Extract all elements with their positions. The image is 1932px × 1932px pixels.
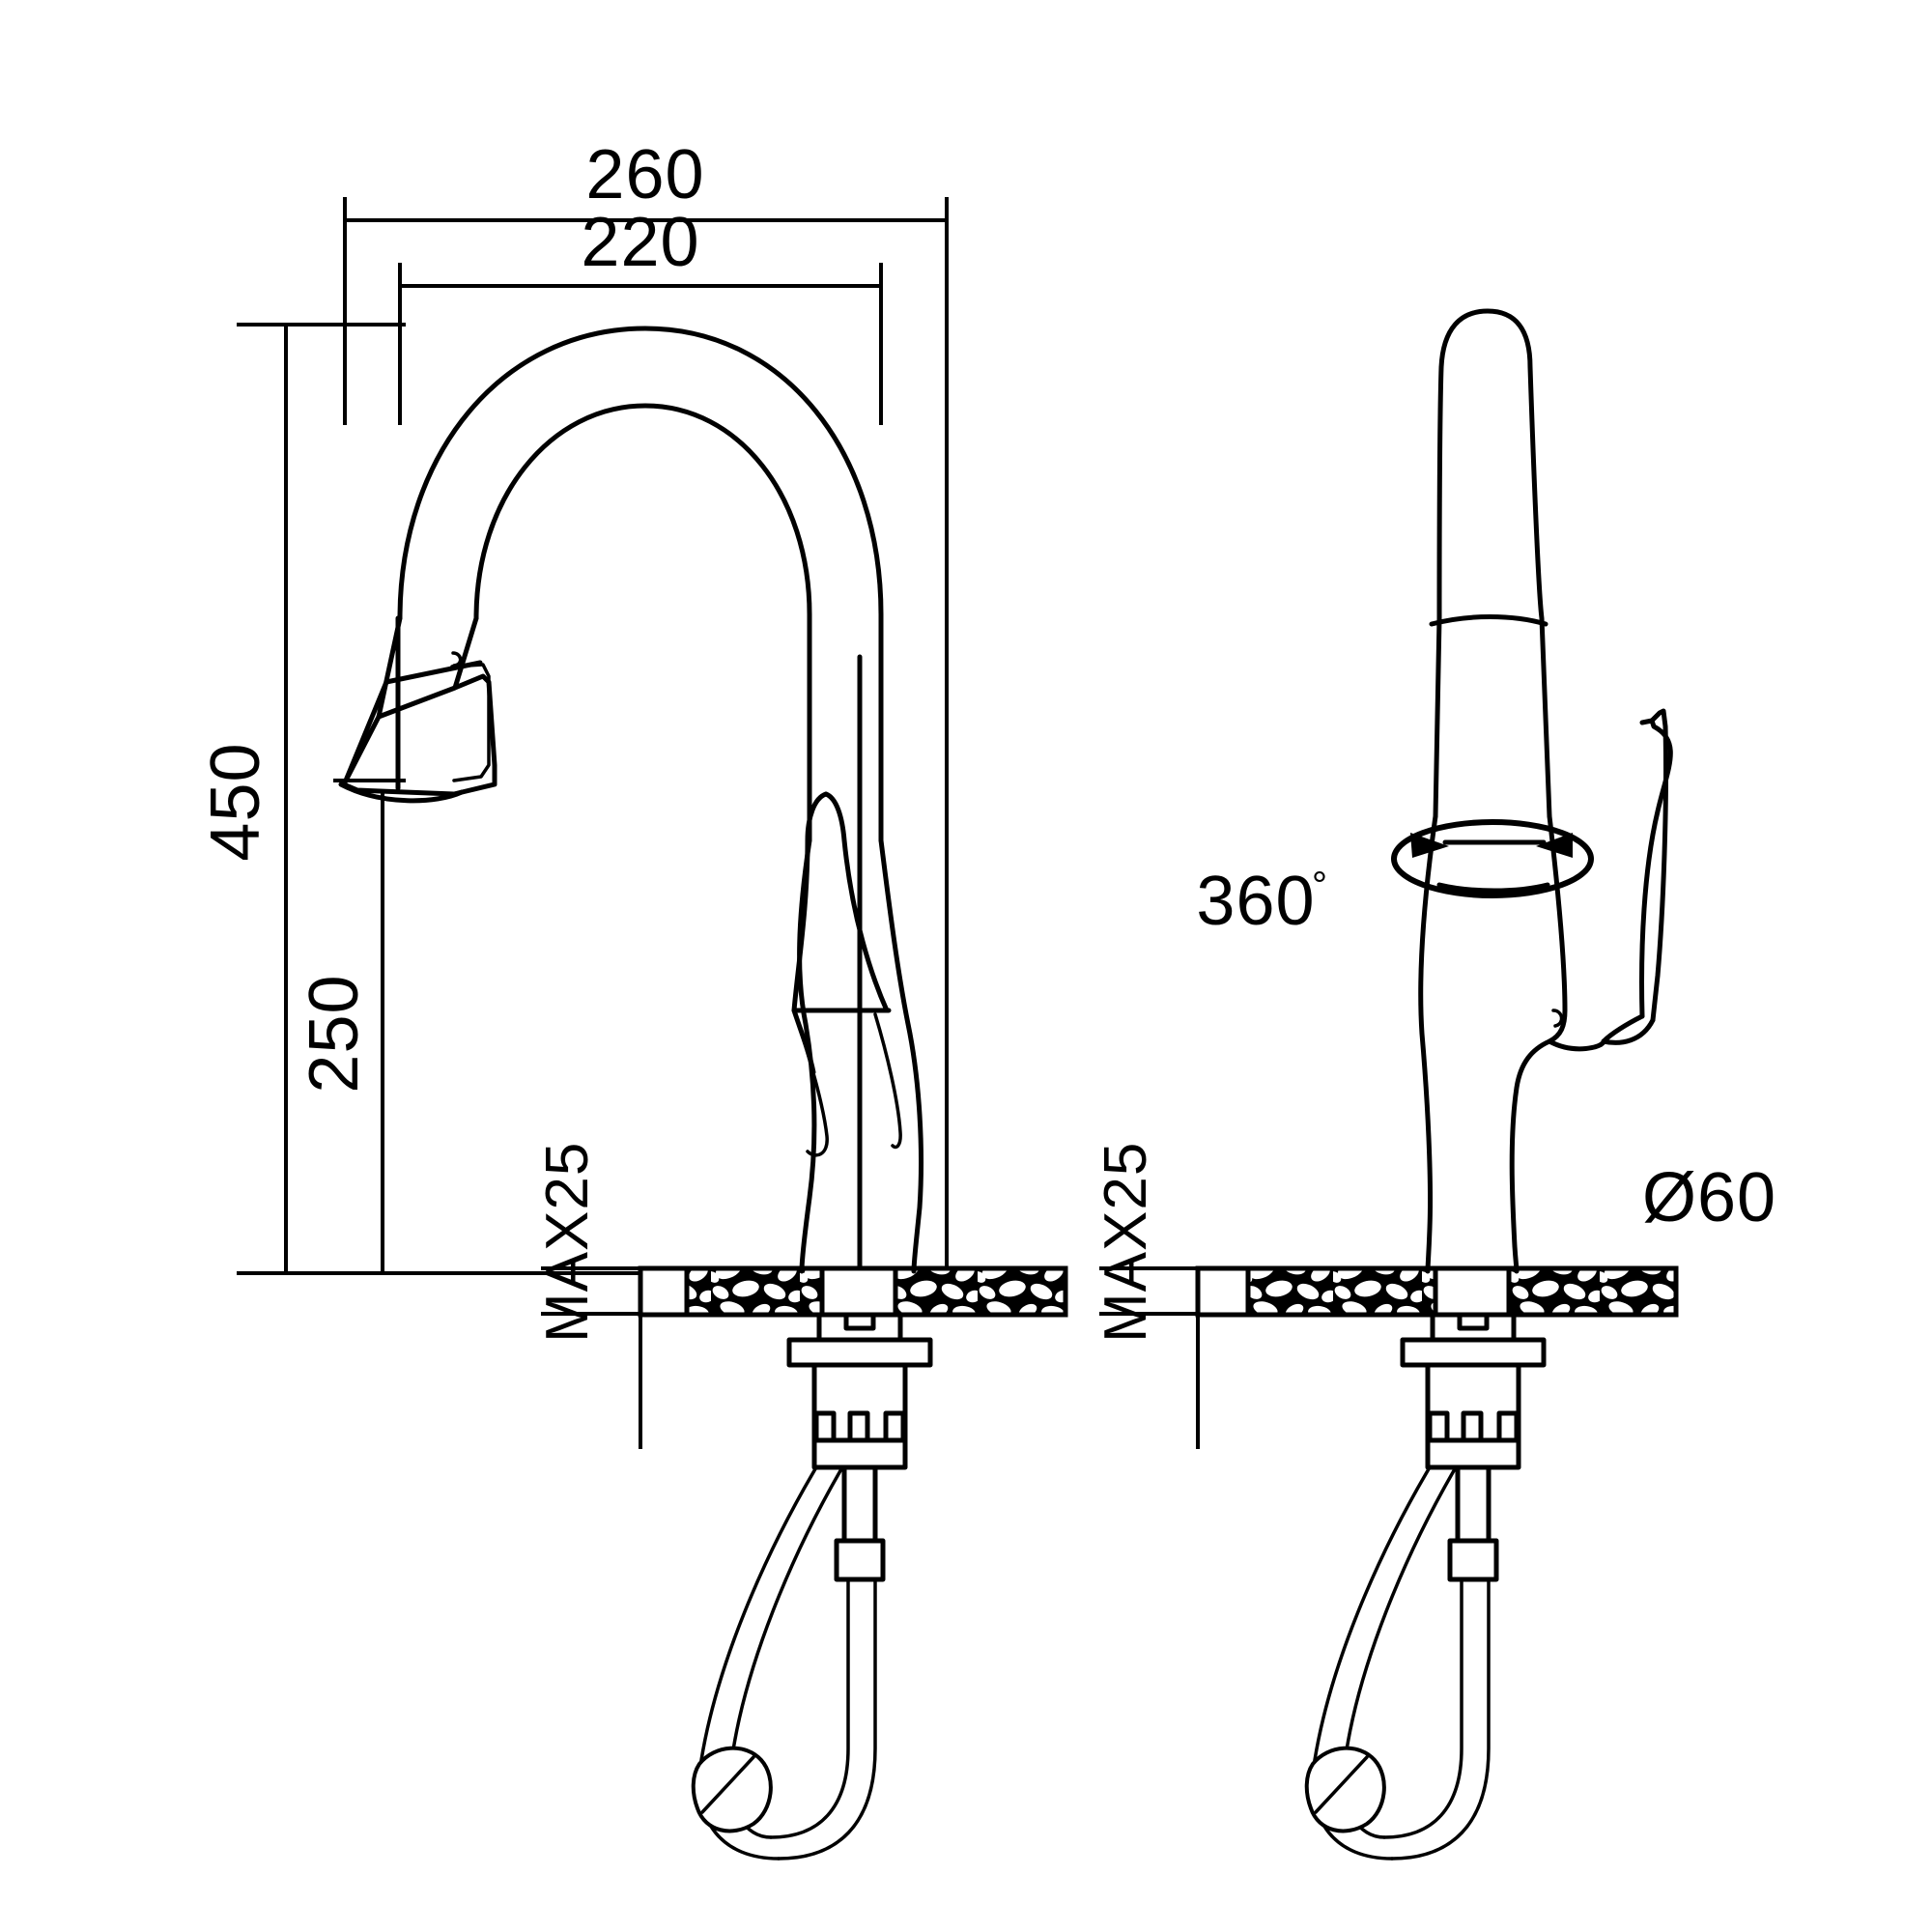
countertop-edge-left <box>638 1265 690 1318</box>
spout-left-limb-inner <box>452 615 479 691</box>
body-hook-detail-2 <box>873 1012 902 1150</box>
supply-coupling <box>834 1538 886 1582</box>
mount-shank-through-deck-right <box>1433 1265 1512 1318</box>
front-view-group: MAX25 360 <box>1093 308 1776 1861</box>
mount-washer-tab <box>843 1312 876 1331</box>
lever-handle-right-edge <box>1649 708 1669 1023</box>
hose-loop-left <box>691 1465 877 1861</box>
hose-weight-seam <box>700 1755 755 1814</box>
spray-head-front-outline <box>1433 308 1552 819</box>
hose-weight-seam-right <box>1314 1755 1369 1814</box>
dim-label-260: 260 <box>585 136 704 213</box>
hose-loop-outer <box>697 1465 818 1861</box>
rotation-indicator-360 <box>1391 819 1594 898</box>
mounting-assembly-right <box>1400 1265 1547 1582</box>
spout-inner-wall <box>473 403 812 843</box>
mounting-assembly-left <box>786 1265 933 1582</box>
spray-head-side <box>333 615 497 804</box>
mount-flange <box>786 1337 933 1368</box>
mount-washer-tab-right <box>1457 1312 1490 1331</box>
dim-label-diameter-60: Ø60 <box>1642 1159 1776 1236</box>
rotation-ellipse <box>1391 819 1594 898</box>
spout-outer-wall <box>397 326 884 843</box>
body-front-right-wall-lower <box>1509 1038 1552 1274</box>
hose-weight-left <box>691 1746 773 1833</box>
hose-center-right-edge-right <box>1390 1577 1491 1861</box>
dim-label-450: 450 <box>197 742 274 861</box>
dim-label-360: 360 <box>1196 863 1315 940</box>
body-front-pivot-nub <box>1551 1009 1564 1028</box>
dim-label-220: 220 <box>581 204 699 281</box>
mount-nut-lower-right <box>1425 1437 1521 1470</box>
mount-flange-right <box>1400 1337 1547 1368</box>
supply-stem-right <box>1455 1464 1492 1544</box>
body-hook-detail <box>794 1012 829 1157</box>
hose-center-right-edge <box>777 1577 877 1861</box>
hose-weight-body <box>691 1746 773 1833</box>
spray-head-left-facet <box>343 679 389 783</box>
countertop-edge-right <box>1195 1265 1251 1318</box>
dim-label-max25-left: MAX25 <box>534 1142 601 1343</box>
hose-center-left-edge-right <box>1382 1577 1463 1839</box>
rotation-barrel-lower-band <box>1436 882 1550 894</box>
handle-body-joint <box>1547 1038 1606 1052</box>
spray-head-bottom-lip <box>338 781 465 804</box>
spray-head-front <box>1429 308 1552 819</box>
dimension-tick-marks <box>263 197 949 1275</box>
body-left-wall <box>797 838 817 1274</box>
hose-center-left-edge <box>769 1577 850 1839</box>
supply-coupling-right <box>1447 1538 1499 1582</box>
mount-shank-through-deck <box>819 1265 898 1318</box>
spray-head-button-outline <box>450 663 491 782</box>
faucet-body-front <box>1418 813 1606 1274</box>
spray-head-front-seam <box>1429 614 1548 627</box>
mount-nut-lower <box>811 1437 908 1470</box>
spray-head-button-nub <box>451 651 463 668</box>
hose-loop-right <box>1304 1465 1491 1861</box>
dim-label-max25-right: MAX25 <box>1093 1142 1159 1343</box>
body-right-wall <box>878 838 923 1274</box>
body-front-left-wall <box>1418 813 1438 1274</box>
handle-profile-inner <box>823 791 890 1013</box>
faucet-body-side <box>791 654 923 1274</box>
degree-symbol-icon: ° <box>1312 865 1327 907</box>
handle-profile-outer <box>791 791 892 1013</box>
supply-stem <box>841 1464 878 1544</box>
body-front-right-wall-upper <box>1547 813 1568 1044</box>
hose-weight-right <box>1304 1746 1386 1833</box>
dim-label-250: 250 <box>296 974 373 1093</box>
hose-weight-body-right <box>1304 1746 1386 1833</box>
hose-loop-outer-right <box>1311 1465 1432 1861</box>
